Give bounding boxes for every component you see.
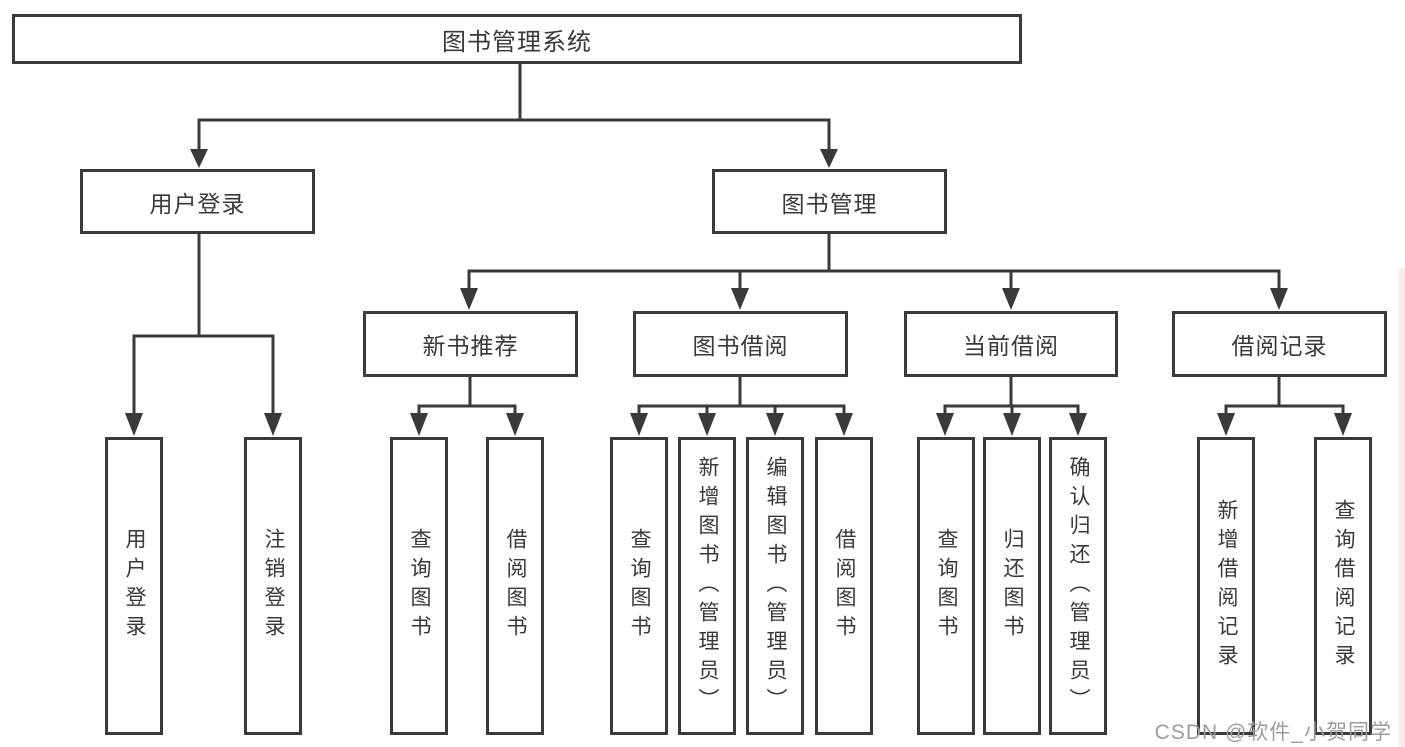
leaf-cb-query-book: 查询图书: [917, 437, 975, 735]
leaf-nbr-borrow-book: 借阅图书: [486, 437, 544, 735]
leaf-cb-confirm-return-admin: 确认归还（管理员）: [1049, 437, 1107, 735]
leaf-logout: 注销登录: [244, 437, 302, 735]
leaf-label: 借阅图书: [833, 528, 856, 644]
node-library-management-system: 图书管理系统: [12, 14, 1022, 64]
edge-user-login-to-leaves: [125, 231, 282, 436]
node-label: 借阅记录: [1231, 333, 1328, 359]
node-user-login: 用户登录: [80, 169, 315, 234]
edge-root-to-level2: [190, 62, 838, 168]
right-edge-accent-strip: [1399, 268, 1405, 747]
leaf-label: 查询图书: [628, 528, 651, 644]
leaf-label: 确认归还（管理员）: [1067, 455, 1090, 717]
leaf-label: 用户登录: [123, 528, 146, 644]
node-label: 图书管理系统: [442, 28, 592, 56]
leaf-bb-borrow-book: 借阅图书: [815, 437, 873, 735]
leaf-bb-add-book-admin: 新增图书（管理员）: [678, 437, 736, 735]
node-label: 图书借阅: [692, 333, 789, 359]
node-new-book-recommend: 新书推荐: [363, 311, 578, 377]
edge-book-management-to-level3: [460, 231, 1288, 310]
leaf-label: 新增借阅记录: [1215, 499, 1238, 673]
edge-book-borrow-to-leaves: [630, 374, 853, 436]
edge-new-book-recommend-to-leaves: [410, 374, 524, 436]
leaf-user-login: 用户登录: [105, 437, 163, 735]
node-label: 图书管理: [781, 190, 878, 217]
leaf-label: 注销登录: [262, 528, 285, 644]
leaf-label: 查询图书: [935, 528, 958, 644]
node-label: 当前借阅: [963, 333, 1059, 359]
leaf-bb-query-book: 查询图书: [610, 437, 668, 735]
leaf-bb-edit-book-admin: 编辑图书（管理员）: [746, 437, 804, 735]
edge-borrow-record-to-leaves: [1217, 374, 1352, 436]
node-label: 新书推荐: [422, 333, 519, 359]
leaf-label: 借阅图书: [504, 528, 527, 644]
leaf-label: 查询图书: [408, 528, 431, 644]
node-book-borrow: 图书借阅: [633, 311, 848, 377]
watermark-text: CSDN @软件_小贺同学: [1154, 721, 1392, 744]
node-book-management: 图书管理: [712, 169, 947, 234]
leaf-cb-return-book: 归还图书: [983, 437, 1041, 735]
leaf-br-query-record: 查询借阅记录: [1314, 437, 1372, 735]
leaf-label: 新增图书（管理员）: [696, 455, 719, 717]
node-current-borrow: 当前借阅: [904, 311, 1118, 377]
leaf-label: 查询借阅记录: [1332, 499, 1355, 673]
node-borrow-record: 借阅记录: [1172, 311, 1387, 377]
leaf-label: 编辑图书（管理员）: [764, 455, 787, 717]
leaf-label: 归还图书: [1001, 528, 1024, 644]
node-label: 用户登录: [149, 190, 246, 217]
edge-current-borrow-to-leaves: [936, 374, 1087, 436]
leaf-br-add-record: 新增借阅记录: [1197, 437, 1255, 735]
leaf-nbr-query-book: 查询图书: [390, 437, 448, 735]
